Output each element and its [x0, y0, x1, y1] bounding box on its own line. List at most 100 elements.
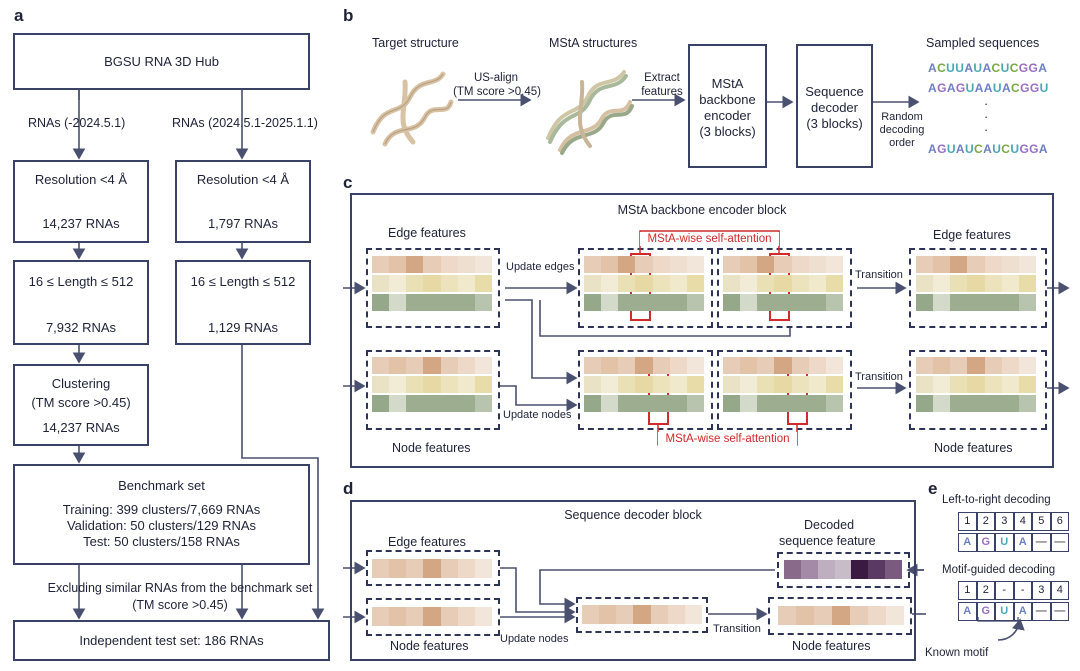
- clustering-subtitle: (TM score >0.45): [31, 395, 131, 410]
- nucleotide: U: [946, 61, 956, 75]
- nucleotide: U: [965, 81, 975, 95]
- nucleotide: G: [955, 81, 966, 95]
- motif-decoding-title: Motif-guided decoding: [942, 564, 1056, 576]
- nucleotide: A: [955, 142, 965, 156]
- source-box: BGSU RNA 3D Hub: [13, 33, 310, 90]
- ltr-decoding-title: Left-to-right decoding: [942, 494, 1051, 506]
- nucleotide: G: [937, 142, 947, 156]
- panel-label-e: e: [928, 479, 938, 498]
- panel-label-d: d: [343, 479, 354, 498]
- nucleotide: A: [983, 142, 993, 156]
- attention-label-top: MStA-wise self-attention: [640, 232, 779, 246]
- nucleotide: A: [1038, 142, 1048, 156]
- node-features-attn-card-1: [578, 350, 713, 430]
- edge-features-out-card: [909, 248, 1047, 328]
- decoder-block-frame: [350, 500, 916, 661]
- msta-structures-label: MStA structures: [549, 36, 638, 50]
- decoder-line-1: Sequence: [805, 84, 864, 99]
- nucleotide-cell: A: [1013, 533, 1032, 552]
- order-cell: 2: [976, 581, 995, 600]
- feature-strip: [584, 357, 704, 374]
- feature-strip: [723, 376, 843, 393]
- usalign-label-1: US-align: [473, 72, 519, 84]
- target-structure-image: [370, 71, 454, 147]
- nucleotide: U: [1000, 61, 1010, 75]
- decoded-label-1: Decoded: [804, 518, 855, 532]
- random-line-2: decoding: [879, 124, 925, 136]
- left-resolution-count: 14,237 RNAs: [42, 216, 120, 231]
- edge-features-attn-card-1: [578, 248, 713, 328]
- decoder-box: Sequence decoder (3 blocks): [796, 44, 873, 168]
- feature-strip: [372, 395, 492, 412]
- benchmark-test: Test: 50 clusters/158 RNAs: [83, 534, 240, 549]
- update-nodes-label-d: Update nodes: [500, 633, 569, 645]
- feature-strip: [723, 256, 843, 273]
- edge-features-decoder-card: [366, 550, 500, 586]
- ellipsis-dot-3: ·: [984, 123, 989, 137]
- nucleotide: G: [1018, 61, 1029, 75]
- update-edges-label: Update edges: [506, 261, 575, 273]
- encoder-block-frame: [350, 193, 1054, 468]
- feature-strip: [916, 256, 1036, 273]
- nucleotide: U: [973, 61, 983, 75]
- panel-label-a: a: [14, 6, 24, 25]
- node-features-in-card: [366, 350, 500, 430]
- right-length-count: 1,129 RNAs: [207, 320, 279, 335]
- order-cell: 1: [958, 512, 977, 531]
- nucleotide: U: [955, 61, 965, 75]
- nucleotide-cell: G: [976, 533, 995, 552]
- panel-label-b: b: [343, 6, 354, 25]
- feature-strip: [916, 294, 1036, 311]
- nucleotide: C: [1001, 142, 1011, 156]
- encoder-box: MStA backbone encoder (3 blocks): [688, 44, 767, 168]
- feature-strip: [584, 275, 704, 292]
- decoder-line-3: (3 blocks): [806, 116, 863, 131]
- left-length-box: 16 ≤ Length ≤ 512 7,932 RNAs: [13, 260, 149, 345]
- feature-strip: [372, 559, 492, 578]
- exclude-line-1: Excluding similar RNAs from the benchmar…: [47, 581, 313, 595]
- benchmark-title: Benchmark set: [118, 478, 205, 493]
- feature-strip: [372, 256, 492, 273]
- nucleotide: G: [937, 81, 947, 95]
- node-features-decoder-mid-card: [576, 597, 708, 633]
- nucleotide: G: [1029, 142, 1039, 156]
- nucleotide: C: [974, 142, 984, 156]
- sampled-sequence-1: ACUUAUACUCGGA: [928, 61, 1047, 75]
- edge-features-in-card: [366, 248, 500, 328]
- attention-label-bottom: MStA-wise self-attention: [658, 432, 797, 446]
- edge-features-out-label: Edge features: [933, 228, 1011, 242]
- feature-strip: [372, 607, 492, 626]
- feature-strip: [723, 357, 843, 374]
- nucleotide: G: [1019, 142, 1030, 156]
- independent-test-label: Independent test set: 186 RNAs: [79, 633, 264, 648]
- nucleotide-cell: —: [1032, 602, 1051, 621]
- encoder-line-1: MStA: [711, 76, 744, 91]
- usalign-label-2: (TM score >0.45): [453, 86, 541, 98]
- feature-strip: [582, 605, 702, 624]
- encoder-line-2: backbone: [699, 92, 756, 107]
- feature-strip: [916, 395, 1036, 412]
- clustering-count: 14,237 RNAs: [42, 420, 120, 435]
- encoder-line-4: (3 blocks): [699, 124, 756, 139]
- left-length-label: 16 ≤ Length ≤ 512: [28, 274, 134, 289]
- right-branch-label: RNAs (2024.5.1-2025.1.1): [172, 116, 318, 130]
- node-features-out-label: Node features: [934, 441, 1013, 455]
- nucleotide: A: [974, 81, 984, 95]
- nucleotide-cell: A: [958, 533, 977, 552]
- decoder-block-title: Sequence decoder block: [564, 508, 702, 522]
- transition-decoder-label: Transition: [713, 623, 761, 635]
- encoder-line-3: encoder: [704, 108, 751, 123]
- clustering-box: Clustering (TM score >0.45) 14,237 RNAs: [13, 364, 149, 446]
- order-cell: 3: [1032, 581, 1051, 600]
- nucleotide: C: [1011, 81, 1021, 95]
- order-cell: 4: [1050, 581, 1069, 600]
- right-resolution-count: 1,797 RNAs: [207, 216, 279, 231]
- nucleotide: A: [946, 81, 956, 95]
- feature-strip: [584, 294, 704, 311]
- benchmark-box: Benchmark set Training: 399 clusters/7,6…: [13, 464, 310, 565]
- nucleotide: U: [992, 81, 1002, 95]
- left-branch-label: RNAs (-2024.5.1): [28, 116, 126, 130]
- nucleotide-cell: —: [1050, 533, 1069, 552]
- node-features-attn-card-2: [717, 350, 852, 430]
- right-length-box: 16 ≤ Length ≤ 512 1,129 RNAs: [175, 260, 311, 345]
